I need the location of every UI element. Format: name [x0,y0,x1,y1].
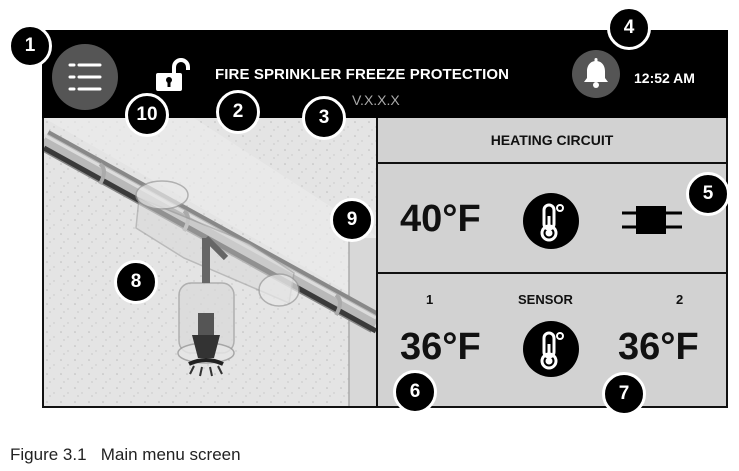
heating-circuit-header: HEATING CIRCUIT [376,118,726,164]
unlocked-padlock-icon[interactable] [154,58,192,92]
alarm-button[interactable] [572,50,620,98]
version-label: V.X.X.X [352,92,400,108]
figure-caption: Figure 3.1 Main menu screen [10,445,241,465]
sensor-1-temperature: 36°F [400,326,481,368]
callout-2: 2 [216,90,260,134]
heating-circuit-temperature: 40°F [400,198,481,240]
figure-caption-text: Main menu screen [100,445,241,464]
bell-icon [584,58,608,88]
thermometer-icon [523,321,579,377]
callout-1: 1 [8,24,52,68]
sensor-2-temperature: 36°F [618,326,699,368]
heating-circuit-title: HEATING CIRCUIT [490,132,614,148]
heating-circuit-panel[interactable]: 40°F [376,164,726,274]
callout-8: 8 [114,260,158,304]
hamburger-menu-icon [68,63,102,91]
pipe-illustration [44,118,376,406]
sensor-label: SENSOR [518,292,573,307]
callout-4: 4 [607,6,651,50]
callout-6: 6 [393,370,437,414]
clock: 12:52 AM [634,70,695,86]
callout-10: 10 [125,93,169,137]
sensor-1-label: 1 [426,292,434,307]
pipe-with-sprinkler-icon [44,118,376,406]
main-menu-button[interactable] [52,44,118,110]
callout-3: 3 [302,96,346,140]
heating-cable-icon [622,206,682,234]
callout-5: 5 [686,172,730,216]
sensor-2-label: 2 [676,292,684,307]
app-title: FIRE SPRINKLER FREEZE PROTECTION [215,66,510,83]
callout-9: 9 [330,198,374,242]
callout-7: 7 [602,372,646,416]
figure-number: Figure 3.1 [10,445,87,464]
thermometer-icon [523,193,579,249]
